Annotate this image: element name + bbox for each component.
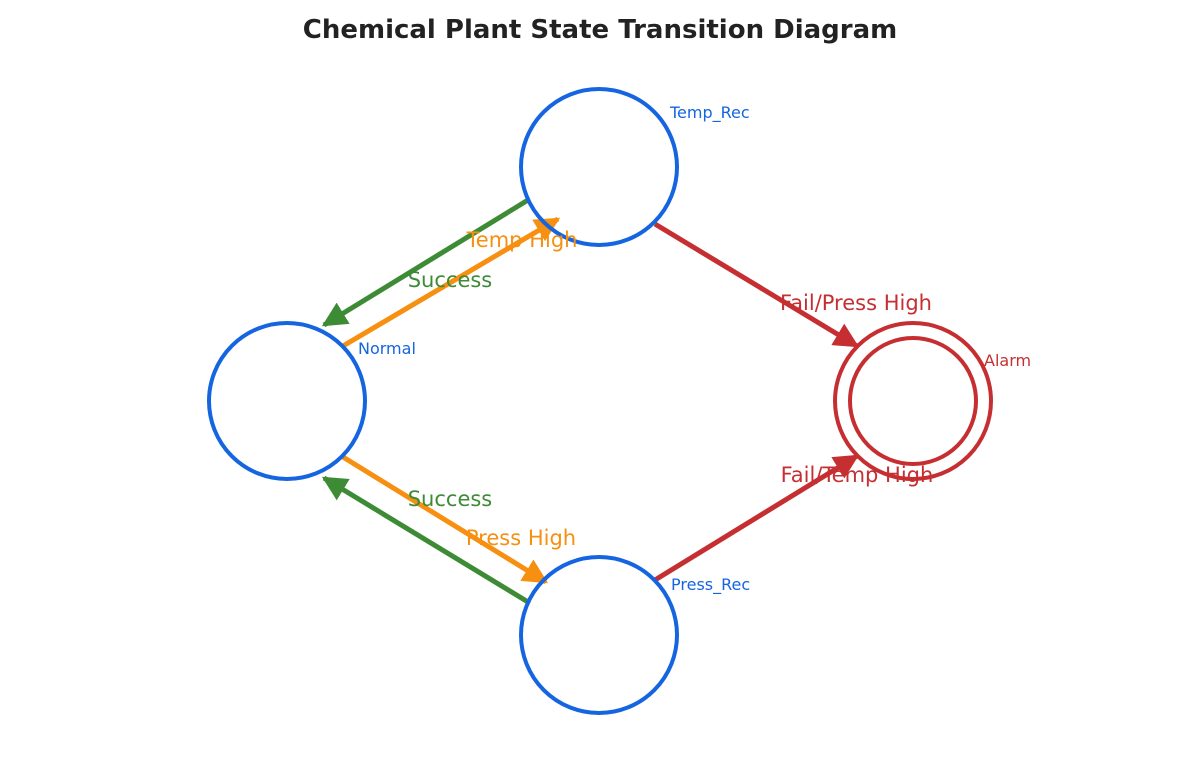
transition-arrow-temp-rec-to-alarm [653, 221, 860, 349]
accept-inner-circle [848, 336, 978, 466]
diagram-title: Chemical Plant State Transition Diagram [303, 15, 897, 45]
transition-label: Fail/Temp High [781, 463, 934, 487]
state-circle [519, 555, 679, 715]
state-label: Press_Rec [671, 575, 750, 595]
state-label: Temp_Rec [669, 103, 750, 123]
state-circle [207, 321, 367, 481]
state-circle [833, 321, 993, 481]
state-temp-rec: Temp_Rec [519, 87, 750, 247]
transition-edges [321, 197, 860, 605]
transition-arrow-normal-to-temp-rec [341, 216, 561, 349]
transition-arrow-press-rec-to-normal [321, 475, 530, 605]
transition-label: Fail/Press High [780, 291, 932, 315]
transition-label: Success [408, 487, 493, 511]
transition-label: Success [408, 268, 493, 292]
transition-arrow-normal-to-press-rec [341, 454, 549, 585]
state-normal: Normal [207, 321, 416, 481]
state-alarm: Alarm [833, 321, 1031, 481]
state-label: Normal [358, 339, 416, 358]
transition-label: Press High [466, 526, 576, 550]
transition-arrow-temp-rec-to-normal [321, 197, 530, 328]
state-press-rec: Press_Rec [519, 555, 750, 715]
transition-label: Temp High [466, 228, 578, 252]
state-circle [519, 87, 679, 247]
state-label: Alarm [984, 351, 1031, 370]
transition-arrow-press-rec-to-alarm [653, 453, 860, 583]
